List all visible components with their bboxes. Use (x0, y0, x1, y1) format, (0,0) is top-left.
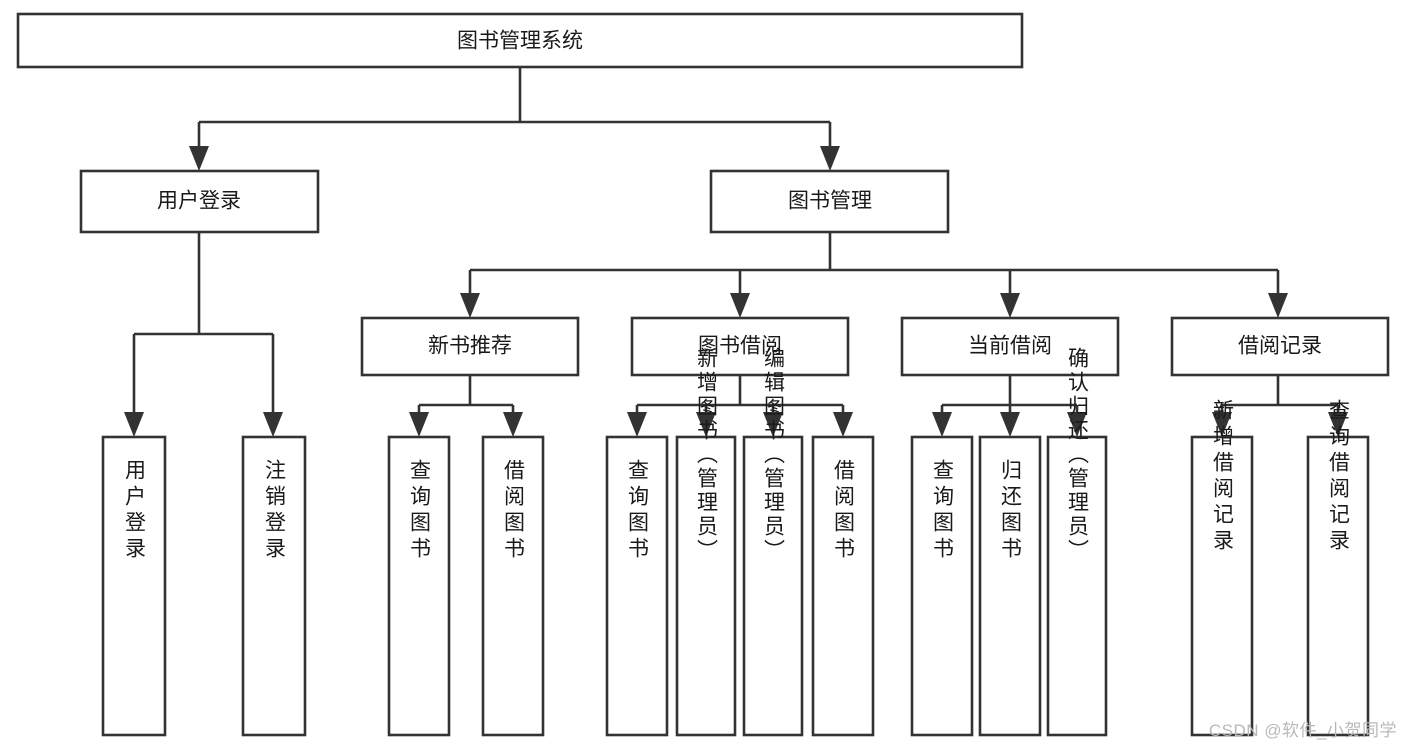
node-leaf-query-record-label: 查询借阅记录 (1327, 399, 1351, 555)
node-leaf-edit-book[interactable]: 编辑图书（管理员） (742, 347, 804, 737)
arrow-head-icon (696, 412, 716, 437)
node-current-borrow[interactable]: 当前借阅 (900, 316, 1120, 377)
node-book-borrow[interactable]: 图书借阅 (630, 316, 850, 377)
node-leaf-query-book-3-box[interactable] (910, 435, 974, 737)
node-leaf-return-book[interactable]: 归还图书 (978, 435, 1042, 737)
node-leaf-user-login[interactable]: 用户登录 (101, 435, 167, 737)
node-user-login-box[interactable] (79, 169, 320, 234)
arrow-head-icon (763, 412, 783, 437)
node-leaf-query-record-box[interactable] (1306, 435, 1370, 737)
node-leaf-borrow-book-1-label: 借阅图书 (502, 459, 526, 563)
csdn-watermark: CSDN @软件_小贺同学 (1208, 721, 1397, 740)
node-leaf-borrow-book-1[interactable]: 借阅图书 (481, 435, 545, 737)
node-book-manage[interactable]: 图书管理 (709, 169, 950, 234)
node-leaf-confirm-return[interactable]: 确认归还（管理员） (1046, 347, 1108, 737)
node-leaf-query-book-1-box[interactable] (387, 435, 451, 737)
node-leaf-borrow-book-2-label: 借阅图书 (832, 459, 856, 563)
node-user-login-label: 用户登录 (157, 190, 241, 213)
node-leaf-query-book-2[interactable]: 查询图书 (605, 435, 669, 737)
node-leaf-user-login-box[interactable] (101, 435, 167, 737)
node-leaf-borrow-book-2[interactable]: 借阅图书 (811, 435, 875, 737)
node-borrow-record[interactable]: 借阅记录 (1170, 316, 1390, 377)
arrowheads-group (124, 146, 1348, 437)
node-leaf-confirm-return-label: 确认归还（管理员） (1066, 347, 1090, 563)
node-borrow-record-box[interactable] (1170, 316, 1390, 377)
arrow-head-icon (503, 412, 523, 437)
node-new-book-rec[interactable]: 新书推荐 (360, 316, 580, 377)
node-leaf-query-book-2-label: 查询图书 (626, 459, 650, 563)
node-leaf-borrow-book-1-box[interactable] (481, 435, 545, 737)
node-leaf-query-book-1-label: 查询图书 (408, 459, 432, 563)
node-book-manage-label: 图书管理 (788, 190, 872, 213)
arrow-head-icon (627, 412, 647, 437)
arrow-head-icon (833, 412, 853, 437)
node-user-login[interactable]: 用户登录 (79, 169, 320, 234)
node-leaf-return-book-box[interactable] (978, 435, 1042, 737)
arrow-head-icon (932, 412, 952, 437)
node-borrow-record-label: 借阅记录 (1238, 335, 1322, 358)
node-current-borrow-box[interactable] (900, 316, 1120, 377)
node-leaf-edit-book-label: 编辑图书（管理员） (762, 347, 786, 563)
arrow-head-icon (1212, 412, 1232, 437)
arrow-head-icon (1000, 412, 1020, 437)
node-leaf-user-login-label: 用户登录 (123, 459, 147, 563)
node-leaf-add-book-box[interactable] (675, 435, 737, 737)
arrow-head-icon (1328, 412, 1348, 437)
arrow-head-icon (189, 146, 209, 171)
node-leaf-borrow-book-2-box[interactable] (811, 435, 875, 737)
node-leaf-logout[interactable]: 注销登录 (241, 435, 307, 737)
arrow-head-icon (1000, 293, 1020, 318)
node-new-book-rec-box[interactable] (360, 316, 580, 377)
node-root-box[interactable] (16, 12, 1024, 69)
arrow-head-icon (820, 146, 840, 171)
node-leaf-add-record-label: 新增借阅记录 (1211, 399, 1235, 555)
node-leaf-logout-box[interactable] (241, 435, 307, 737)
node-root-label: 图书管理系统 (457, 30, 583, 53)
node-leaf-query-record[interactable]: 查询借阅记录 (1306, 399, 1370, 737)
node-leaf-add-record-box[interactable] (1190, 435, 1254, 737)
arrow-head-icon (124, 412, 144, 437)
node-leaf-add-book[interactable]: 新增图书（管理员） (675, 347, 737, 737)
node-new-book-rec-label: 新书推荐 (428, 335, 512, 358)
node-leaf-query-book-3[interactable]: 查询图书 (910, 435, 974, 737)
arrow-head-icon (1268, 293, 1288, 318)
arrow-head-icon (263, 412, 283, 437)
node-book-manage-box[interactable] (709, 169, 950, 234)
node-leaf-edit-book-box[interactable] (742, 435, 804, 737)
arrow-head-icon (409, 412, 429, 437)
node-root[interactable]: 图书管理系统 (16, 12, 1024, 69)
node-leaf-return-book-label: 归还图书 (999, 459, 1023, 563)
arrow-head-icon (730, 293, 750, 318)
node-leaf-confirm-return-box[interactable] (1046, 435, 1108, 737)
node-leaf-query-book-2-box[interactable] (605, 435, 669, 737)
arrow-head-icon (1067, 412, 1087, 437)
node-leaf-add-record[interactable]: 新增借阅记录 (1190, 399, 1254, 737)
node-leaf-add-book-label: 新增图书（管理员） (695, 347, 719, 563)
node-book-borrow-box[interactable] (630, 316, 850, 377)
node-current-borrow-label: 当前借阅 (968, 335, 1052, 358)
node-leaf-logout-label: 注销登录 (263, 459, 287, 563)
node-leaf-query-book-3-label: 查询图书 (931, 459, 955, 563)
node-book-borrow-label: 图书借阅 (698, 335, 782, 358)
arrow-head-icon (460, 293, 480, 318)
node-leaf-query-book-1[interactable]: 查询图书 (387, 435, 451, 737)
